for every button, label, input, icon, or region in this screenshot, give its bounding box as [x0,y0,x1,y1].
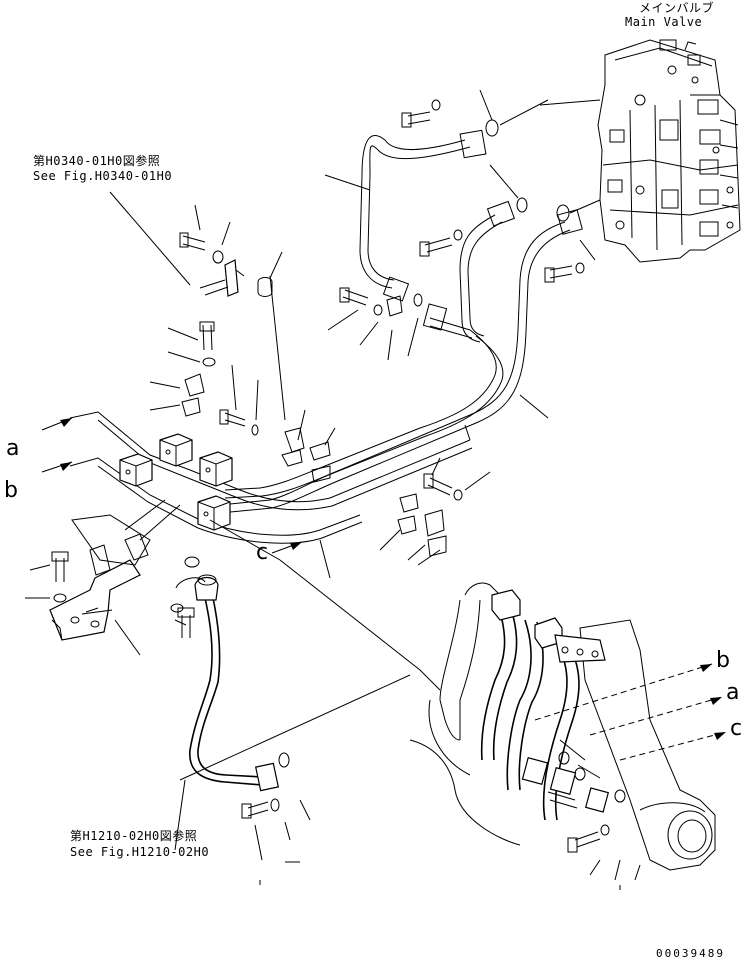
clamp-block-2 [119,453,153,487]
hose-bottom-left [175,574,280,792]
leader-lines [25,89,641,890]
clamp-block-3 [199,451,233,487]
clamp-bands [181,295,447,557]
callout-a-left: a [6,436,20,461]
reference-top-en: See Fig.H0340-01H0 [33,169,173,183]
hose-lower-long [224,303,504,499]
bracket-top [199,259,273,297]
main-valve-label-en: Main Valve [625,15,703,29]
clamp-block-4 [197,495,231,531]
callout-arrows [41,417,727,761]
reference-bottom-jp: 第H1210-02H0図参照 [70,829,198,843]
reference-bottom-en: See Fig.H1210-02H0 [70,845,210,859]
hose-upper-loop [359,129,487,302]
main-valve-label-jp: メインバルブ [639,1,715,15]
callout-a-right: a [726,680,740,705]
tube-a [69,411,473,511]
boom-assembly [409,582,716,871]
bolts [51,111,601,853]
hose-middle [459,200,515,343]
main-valve [597,39,741,263]
hose-right-long [219,209,583,514]
clamp-block-1 [159,433,193,467]
reference-top-jp: 第H0340-01H0図参照 [33,154,161,168]
callout-b-right: b [716,648,730,673]
drawing-number: 00039489 [656,947,725,960]
bracket-plate [49,514,151,641]
callout-b-left: b [4,478,18,503]
callout-c-right: c [730,716,743,741]
callout-c-mid: c [256,540,269,565]
